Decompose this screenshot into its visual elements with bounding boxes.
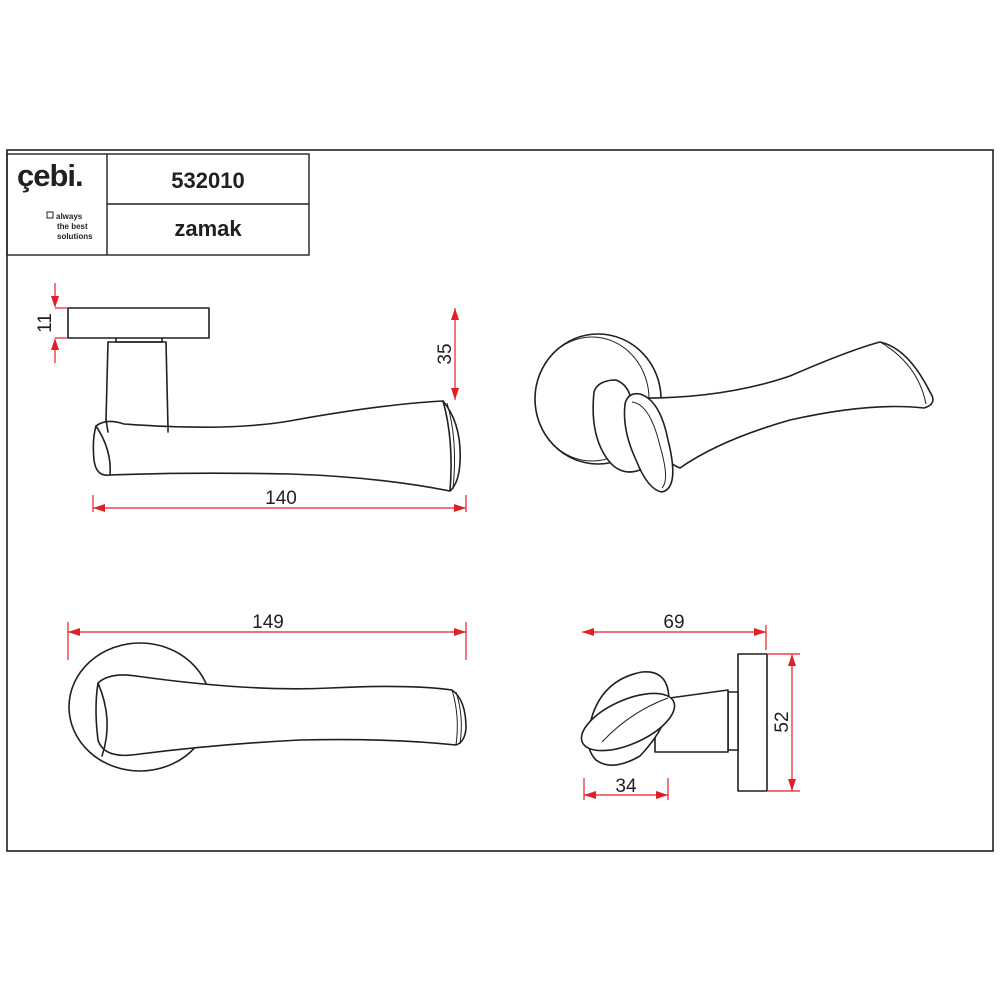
- title-block: çebi. always the best solutions 532010 z…: [6, 153, 310, 256]
- slogan-line-3: solutions: [57, 232, 93, 241]
- dimension-rose-thickness: 11: [35, 283, 68, 363]
- dim-text-11: 11: [35, 313, 56, 333]
- dim-text-52: 52: [772, 711, 793, 732]
- dim-text-35: 35: [435, 343, 456, 364]
- product-code: 532010: [171, 168, 244, 193]
- dim-text-149: 149: [252, 612, 284, 633]
- sheet-frame: [6, 149, 994, 852]
- dim-text-34: 34: [615, 776, 637, 797]
- front-view: [67, 307, 461, 492]
- perspective-view: [534, 333, 934, 493]
- dimension-projection: 69: [582, 612, 767, 650]
- slogan-line-1: always: [56, 212, 83, 221]
- dimension-top-length: 149: [67, 612, 467, 660]
- dimension-lever-height: 35: [435, 308, 459, 400]
- dim-text-69: 69: [663, 612, 684, 633]
- dimension-lever-length: 140: [92, 488, 467, 512]
- slogan-line-2: the best: [57, 222, 88, 231]
- top-view: [68, 642, 467, 772]
- company-logo: çebi.: [17, 158, 83, 193]
- side-view: [580, 653, 768, 792]
- material-name: zamak: [174, 216, 242, 241]
- dimension-lever-depth: 34: [583, 776, 669, 800]
- dim-text-140: 140: [265, 488, 297, 509]
- slogan-square-icon: [46, 211, 54, 219]
- dimension-rose-diameter: 52: [768, 653, 800, 792]
